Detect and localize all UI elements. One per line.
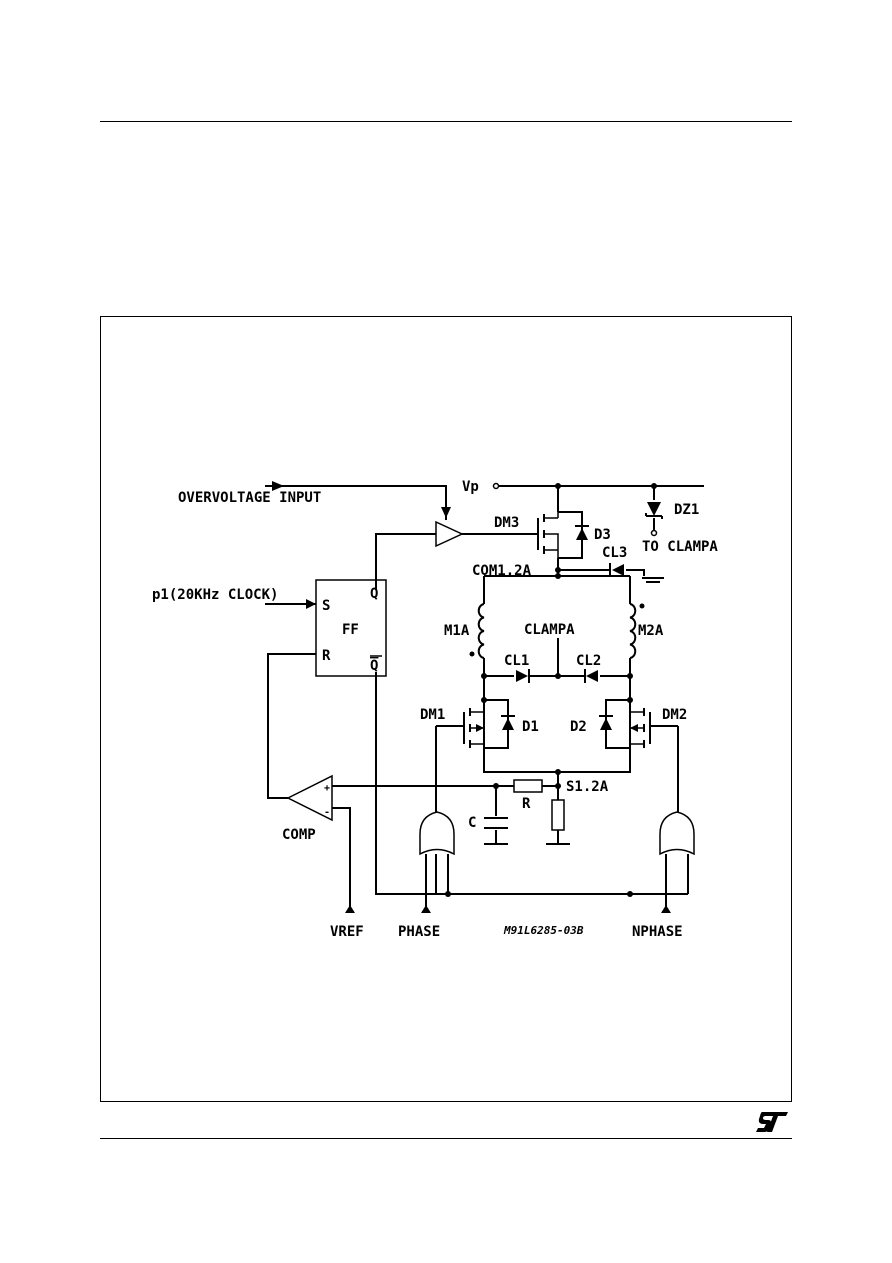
header-rule (100, 121, 792, 122)
or-gate-nphase (659, 811, 695, 856)
sense-resistor (551, 799, 565, 831)
d1-diode (501, 715, 515, 730)
nphase-label: NPHASE (632, 924, 683, 940)
r-label: R (522, 796, 531, 812)
c-label: C (468, 815, 476, 831)
ff-r-label: R (322, 648, 331, 664)
cl1-diode (516, 669, 530, 683)
cl3-diode (609, 563, 624, 577)
dm1-label: DM1 (420, 707, 445, 723)
com-label: COM1.2A (472, 563, 532, 579)
d3-label: D3 (594, 527, 611, 543)
dz1-label: DZ1 (674, 502, 699, 518)
figure-frame (100, 316, 792, 1102)
ff-qbar-label: Q (370, 658, 378, 674)
comp-plus-label: + (324, 783, 330, 794)
d1-label: D1 (522, 719, 539, 735)
labels: OVERVOLTAGE INPUT Vp DM3 D3 DZ1 TO CLAMP… (152, 479, 718, 940)
clampa-label: CLAMPA (524, 622, 575, 638)
m2a-coil (629, 603, 645, 659)
s12a-label: S1.2A (566, 779, 609, 795)
d2-label: D2 (570, 719, 587, 735)
ff-label: FF (342, 622, 359, 638)
dm3-mosfet (532, 512, 559, 558)
d2-diode (599, 715, 613, 730)
comparator (286, 774, 333, 822)
cl1-label: CL1 (504, 653, 529, 669)
footer-rule (100, 1138, 792, 1139)
dz1-zener (645, 502, 663, 519)
comp-minus-label: - (324, 807, 330, 818)
cl2-label: CL2 (576, 653, 601, 669)
comp-label: COMP (282, 827, 316, 843)
ff-s-label: S (322, 598, 330, 614)
d3-diode (575, 525, 589, 540)
figure-code-label: M91L6285-03B (503, 924, 584, 937)
dm3-label: DM3 (494, 515, 519, 531)
st-logo-icon (756, 1112, 788, 1132)
cl2-diode (584, 669, 598, 683)
vref-label: VREF (330, 924, 364, 940)
m1a-coil (469, 603, 485, 659)
overvoltage-input-label: OVERVOLTAGE INPUT (178, 490, 321, 506)
m2a-label: M2A (638, 623, 664, 639)
wires (265, 481, 704, 913)
ff-q-label: Q (370, 586, 378, 602)
dm1-mosfet (436, 699, 509, 749)
dm2-label: DM2 (662, 707, 687, 723)
or-gate-phase (419, 811, 455, 856)
phase-label: PHASE (398, 924, 440, 940)
clock-label: p1(20KHz CLOCK) (152, 587, 278, 603)
to-clampa-label: TO CLAMPA (642, 539, 718, 555)
capacitor-c (484, 817, 508, 829)
vp-label: Vp (462, 479, 479, 495)
m1a-label: M1A (444, 623, 470, 639)
overvoltage-buffer (435, 520, 464, 548)
flip-flop (315, 579, 387, 677)
resistor-r (513, 779, 543, 793)
cl3-label: CL3 (602, 545, 627, 561)
